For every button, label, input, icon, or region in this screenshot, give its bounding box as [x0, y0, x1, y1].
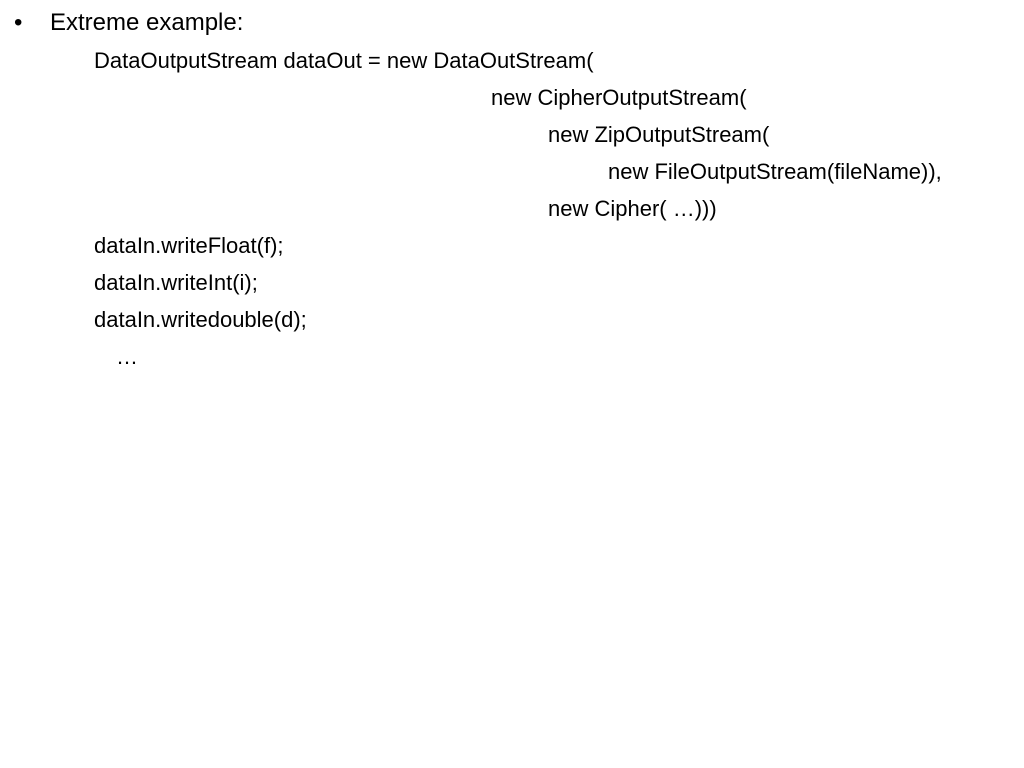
code-line-5: new Cipher( …)))	[548, 196, 717, 221]
code-line-7: dataIn.writeInt(i);	[94, 270, 258, 295]
code-line-2: new CipherOutputStream(	[491, 85, 747, 110]
code-line-1: DataOutputStream dataOut = new DataOutSt…	[94, 48, 594, 73]
bullet-marker: •	[14, 9, 23, 36]
code-line-ellipsis: …	[116, 344, 138, 369]
bullet-heading: Extreme example:	[50, 9, 244, 36]
code-line-6: dataIn.writeFloat(f);	[94, 233, 284, 258]
bullet-item: • Extreme example:	[14, 8, 243, 38]
code-line-3: new ZipOutputStream(	[548, 122, 770, 147]
code-line-8: dataIn.writedouble(d);	[94, 307, 307, 332]
code-line-4: new FileOutputStream(fileName)),	[608, 159, 942, 184]
